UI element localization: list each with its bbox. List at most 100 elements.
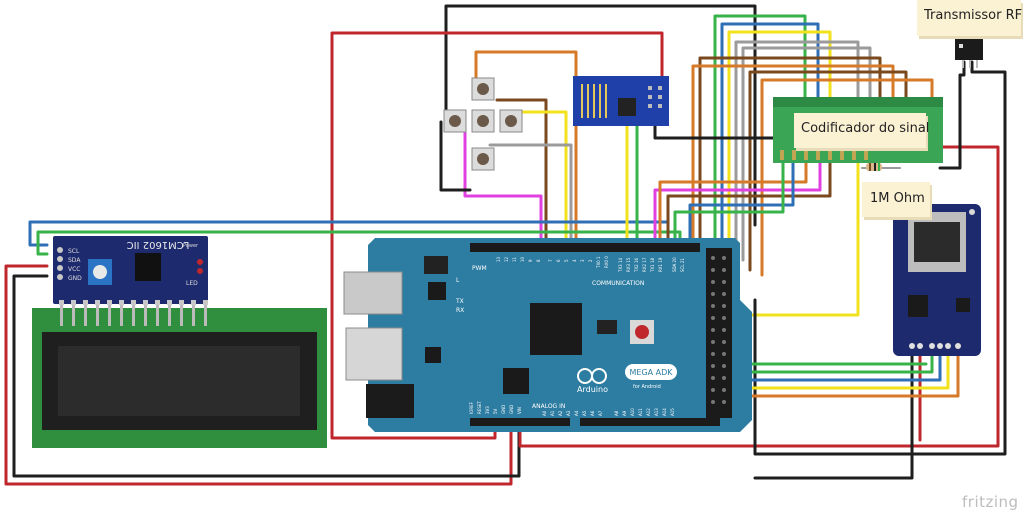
pin-a15: A15: [670, 408, 675, 416]
communication-label: COMMUNICATION: [592, 280, 644, 287]
l-led-label: L: [456, 277, 460, 284]
pin-ioref: IOREF: [469, 401, 474, 414]
pin-5v: 5V: [493, 408, 498, 414]
wire-red-lcd: [4, 264, 513, 486]
usb-chip: [503, 368, 529, 394]
button-left: [443, 109, 467, 133]
arduino-mega-adk: Arduino MEGA ADK for Android COMMUNICATI…: [343, 238, 752, 432]
wire-red-tx: [518, 145, 1000, 448]
usb-b-connector: [343, 271, 403, 315]
i2c-led-label: LED: [186, 280, 198, 287]
pin-a10: A10: [630, 408, 635, 416]
pin-a12: A12: [646, 408, 651, 416]
pin-sda: SDA 20: [672, 257, 677, 272]
pin-a11: A11: [638, 408, 643, 416]
note-resistor: 1M Ohm: [862, 182, 930, 217]
header-pin-dots: [711, 256, 726, 404]
i2c-pin-scl: SCL: [68, 248, 80, 255]
wire-orange2-bus: [760, 78, 934, 277]
esp-antenna: [581, 84, 607, 118]
esp-pins: [648, 86, 662, 108]
i2c-bottom-pins: [59, 300, 208, 305]
pin-d11: 11: [512, 256, 517, 262]
pin-rx2: RX2 17: [642, 257, 647, 272]
button-down: [471, 147, 495, 171]
arduino-brand-label: Arduino: [577, 385, 608, 394]
pin-a3: A3: [566, 410, 571, 416]
wire-black-lcd: [12, 274, 521, 478]
pin-d4: 4: [572, 259, 577, 262]
pin-tx1: TX1 18: [650, 257, 655, 273]
button-up: [471, 77, 495, 101]
pin-d3: 3: [580, 259, 585, 262]
fritzing-watermark: fritzing: [962, 493, 1019, 511]
dc-jack: [366, 384, 414, 418]
wire-yellow-btn: [515, 110, 568, 247]
esp8266-module: [573, 76, 669, 126]
i2c-led-jumper-b: [197, 268, 203, 274]
arduino-model-label: MEGA ADK: [629, 368, 673, 377]
wire-orange-sd: [733, 338, 960, 398]
reset-button: [635, 325, 649, 339]
wire-brown-btn: [495, 98, 548, 247]
pin-vin: VIN: [517, 407, 522, 414]
pin-tx2: TX2 16: [634, 257, 639, 273]
i2c-pin-sda: SDA: [68, 257, 81, 264]
pin-d9: 9: [528, 259, 533, 262]
pin-d7: 7: [548, 259, 553, 262]
wire-orange-bus: [691, 64, 895, 292]
sd-pins: [909, 343, 961, 349]
comm-pin-labels: TX3 14 RX3 15 TX2 16 RX2 17 TX1 18 RX1 1…: [618, 257, 685, 273]
wire-black-btn: [439, 120, 472, 192]
sd-regulator: [956, 298, 970, 312]
pin-reset: RESET: [477, 401, 482, 414]
note-encoder-text: Codificador do sinal: [801, 121, 930, 136]
pin-d1: TX0 1: [596, 256, 601, 269]
wire-magenta-btn: [463, 120, 543, 247]
pin-a6: A6: [590, 410, 595, 416]
wire-black-tx: [753, 60, 1007, 456]
pin-a8: A8: [614, 410, 619, 416]
pin-a13: A13: [654, 408, 659, 416]
pin-a7: A7: [598, 410, 603, 416]
i2c-lcd-module: LCM1602 IIC SCL SDA VCC GND LED Power: [53, 236, 208, 305]
lcd-screen: [58, 346, 300, 416]
pin-d8: 8: [536, 259, 541, 262]
usb-a-connector: [345, 327, 403, 381]
arduino-logo: [577, 368, 607, 384]
pin-d10: 10: [520, 256, 525, 262]
digital-header-top: [470, 243, 700, 252]
sd-card-module: [893, 204, 981, 356]
button-center: [471, 109, 495, 133]
note-encoder: Codificador do sinal: [794, 113, 930, 148]
note-transmitter-text: Transmissor RF: [924, 8, 1023, 23]
wires: [4, 4, 1007, 486]
wire-brown2-bus: [748, 70, 908, 272]
main-chip: [530, 303, 582, 355]
encoder-pins: [780, 150, 868, 160]
transmitter-pins: [962, 60, 978, 68]
lcd-display: [32, 296, 327, 448]
i2c-header-pins: [57, 247, 63, 280]
pin-a4: A4: [574, 410, 579, 416]
pin-d0: RX0 0: [604, 256, 609, 268]
analog-in-label: ANALOG IN: [532, 403, 565, 410]
pin-rx1: RX1 19: [658, 257, 663, 272]
pin-scl: SCL 21: [680, 258, 685, 272]
wire-brown-bus: [698, 56, 882, 262]
pin-d12: 12: [504, 256, 509, 262]
digital-header-right: [706, 248, 732, 418]
esp-chip: [618, 98, 636, 116]
power-header-bottom: [470, 418, 570, 426]
i2c-led-jumper-a: [197, 259, 203, 265]
note-resistor-text: 1M Ohm: [870, 191, 925, 206]
sd-chip: [908, 295, 928, 317]
i2c-chip: [135, 253, 161, 281]
encoder-strip: [773, 97, 943, 107]
push-buttons: [443, 77, 523, 171]
pin-rx3: RX3 15: [626, 257, 631, 272]
pin-tx3: TX3 14: [618, 257, 623, 273]
pin-gnd-2: GND: [509, 405, 514, 414]
arduino-model-badge: [625, 364, 677, 380]
